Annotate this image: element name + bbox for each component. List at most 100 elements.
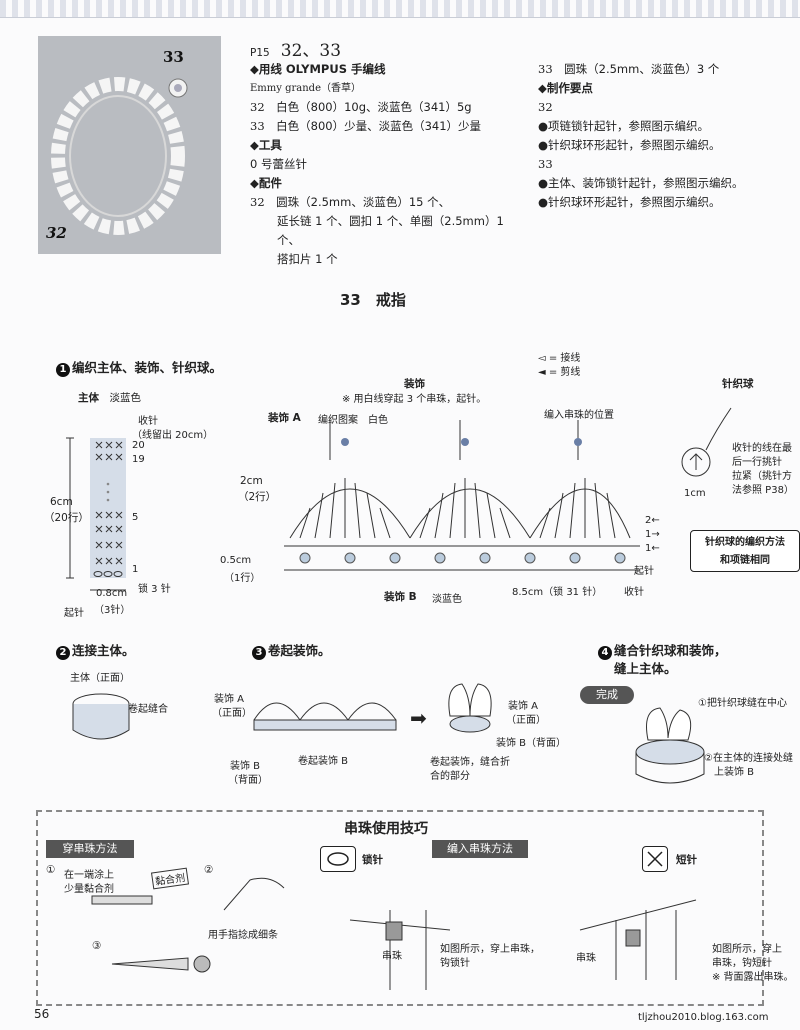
step3-a: 装饰 A: [214, 694, 245, 705]
method-33-a: ●主体、装饰锁针起针，参照图示编织。: [538, 176, 744, 190]
dim-08cm: 0.8cm: [96, 588, 128, 599]
page-ref: P15: [250, 47, 270, 59]
ball-note-1: 收针的线在最: [732, 443, 792, 454]
step2-ring: [72, 693, 130, 740]
ball-note-2: 后一行挑针: [732, 457, 782, 468]
sc-label: 短针: [676, 854, 697, 866]
row-5: 5: [132, 512, 139, 523]
s2-note: 用手指捻成细条: [208, 930, 278, 941]
yarn-heading: ◆用线 OLYMPUS 手编线: [250, 62, 386, 76]
parts-32-line2: 延长链 1 个、圆扣 1 个、单圈（2.5mm）1 个、: [277, 214, 504, 247]
parts-32-line3: 搭扣片 1 个: [277, 252, 338, 266]
legend-cut: ◄ = 剪线: [538, 367, 581, 378]
tools-heading: ◆工具: [250, 138, 282, 152]
method-33-b: ●针织球环形起针，参照图示编织。: [538, 195, 721, 209]
page-number: 56: [34, 1007, 50, 1021]
done-badge: 完成: [580, 686, 634, 704]
row-1a: 1→: [645, 529, 660, 540]
step2-num: 2: [56, 646, 70, 660]
chain-bead-label: 串珠: [382, 951, 402, 962]
method-32-b: ●针织球环形起针，参照图示编织。: [538, 138, 721, 152]
ball-note: 收针的线在最 后一行挑针 拉紧（挑针方 法参照 P38）: [732, 442, 800, 498]
chain-note1: 如图所示，穿上串珠，: [440, 944, 540, 955]
ball-diagram: [681, 407, 732, 477]
necklace-photo: 33 32: [38, 36, 221, 254]
ball-method-box: 针织球的编织方法 和项链相同: [690, 530, 800, 572]
s2-num: ②: [204, 864, 214, 876]
weave-method-badge: 编入串珠方法: [432, 840, 528, 858]
dim-20rows: （20行）: [44, 512, 89, 524]
s1-b: 少量黏合剂: [64, 884, 114, 895]
deco-a-label: 装饰 A: [268, 412, 301, 424]
sc-note3: ※ 背面露出串珠。: [712, 972, 794, 983]
s3-num: ③: [92, 940, 102, 952]
method-33-num: 33: [538, 157, 553, 171]
step1-num: 1: [56, 363, 70, 377]
dim-3st: （3针）: [94, 605, 131, 616]
step4-title-1: 缝合针织球和装饰，: [614, 643, 727, 658]
num-33b: 33: [538, 62, 553, 76]
body-thread: （线留出 20cm）: [132, 430, 214, 441]
step4-note2b: 上装饰 B: [714, 767, 755, 778]
dim-2rows: （2行）: [238, 491, 277, 503]
deco-b-color: 淡蓝色: [432, 594, 462, 605]
step3-b: 装饰 B: [230, 761, 261, 772]
body-start: 起针: [64, 608, 84, 619]
sc-diagram: [579, 899, 697, 980]
yarn-name: Emmy grande（香草）: [250, 83, 361, 94]
step2-title-text: 连接主体。: [72, 643, 135, 658]
ball-box-line2: 和项链相同: [720, 555, 770, 566]
ball-title: 针织球: [722, 378, 754, 390]
parts-33: 圆珠（2.5mm、淡蓝色）3 个: [564, 62, 720, 76]
step3-b2: 装饰 B（背面）: [496, 738, 567, 749]
step4-ring: [635, 707, 705, 784]
hand-twist-icon: [223, 877, 285, 911]
step4-note2a: ②在主体的连接处缝: [704, 753, 793, 764]
chain-note2: 钩锁针: [440, 958, 470, 969]
step3-title-text: 卷起装饰。: [268, 643, 331, 658]
step3-note1: 卷起装饰，缝合折: [430, 757, 510, 768]
page-header: P15 32、33: [250, 36, 341, 61]
step3-wrap: 卷起装饰 B: [298, 756, 349, 767]
legend-join: ◅ = 接线: [538, 353, 581, 364]
deco-note: ※ 用白线穿起 3 个串珠，起针。: [342, 394, 487, 405]
dim-6cm: 6cm: [50, 496, 73, 508]
parts-32-line1: 圆珠（2.5mm、淡蓝色）15 个、: [276, 195, 451, 209]
body-color: 淡蓝色: [109, 392, 142, 404]
body-title: 主体: [78, 392, 99, 404]
body-shoushen: 收针: [138, 416, 158, 427]
ball-box-line1: 针织球的编织方法: [705, 537, 785, 548]
num-32: 32: [250, 100, 265, 114]
legend: ◅ = 接线 ◄ = 剪线: [538, 352, 580, 380]
num-33: 33: [250, 119, 265, 133]
ball-dim: 1cm: [684, 488, 706, 499]
item-numbers: 32、33: [280, 41, 342, 61]
yarn-33: 白色（800）少量、淡蓝色（341）少量: [276, 119, 482, 133]
tool: 0 号蕾丝针: [250, 157, 307, 171]
sc-note1: 如图所示，穿上: [712, 944, 782, 955]
row-20: 20: [132, 440, 145, 451]
chain-3: 锁 3 针: [138, 584, 171, 595]
deco-a-sub: 编织图案 白色: [318, 415, 388, 426]
deco-b-label: 装饰 B: [384, 591, 417, 603]
deco-shoushen: 收针: [624, 587, 644, 598]
method-32-num: 32: [538, 100, 553, 114]
necklace-image: [51, 77, 188, 235]
thread-method-badge: 穿串珠方法: [46, 840, 134, 858]
materials-left: ◆用线 OLYMPUS 手编线 Emmy grande（香草） 32 白色（80…: [250, 60, 530, 269]
dim-05cm: 0.5cm: [220, 555, 252, 566]
deco-start: 起针: [634, 566, 654, 577]
photo-label-32: 32: [46, 224, 67, 242]
step3-a2-face: （正面）: [506, 715, 546, 726]
materials-right: 33 圆珠（2.5mm、淡蓝色）3 个 ◆制作要点 32 ●项链锁针起针，参照图…: [538, 60, 788, 212]
sc-bead-label: 串珠: [576, 953, 596, 964]
step3-strip: [253, 702, 397, 731]
chain-symbol-icon: [320, 846, 356, 872]
chain-label: 锁针: [362, 854, 383, 866]
bead-position: 编入串珠的位置: [544, 410, 614, 421]
step2-seam: 卷起缝合: [128, 704, 168, 715]
row-1: 1: [132, 564, 139, 575]
